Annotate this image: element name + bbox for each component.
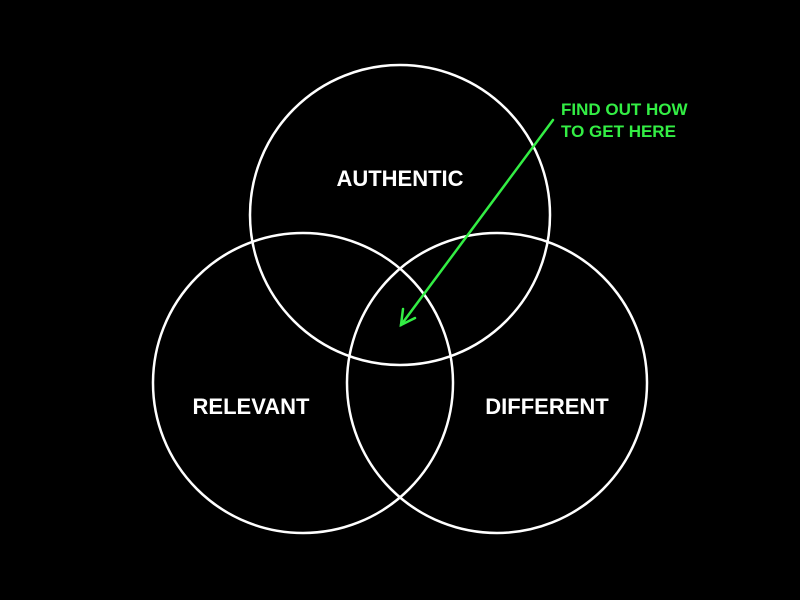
arrow-shaft bbox=[399, 118, 555, 327]
arrow-head-icon bbox=[399, 307, 417, 328]
label-different: DIFFERENT bbox=[485, 394, 609, 419]
label-authentic: AUTHENTIC bbox=[336, 166, 463, 191]
circle-relevant bbox=[151, 231, 455, 535]
annotation-line-1: FIND OUT HOW bbox=[561, 100, 688, 119]
label-relevant: RELEVANT bbox=[193, 394, 310, 419]
circle-different bbox=[345, 231, 649, 535]
annotation-arrow bbox=[399, 118, 555, 328]
annotation-line-2: TO GET HERE bbox=[561, 122, 676, 141]
circle-authentic bbox=[248, 63, 552, 367]
